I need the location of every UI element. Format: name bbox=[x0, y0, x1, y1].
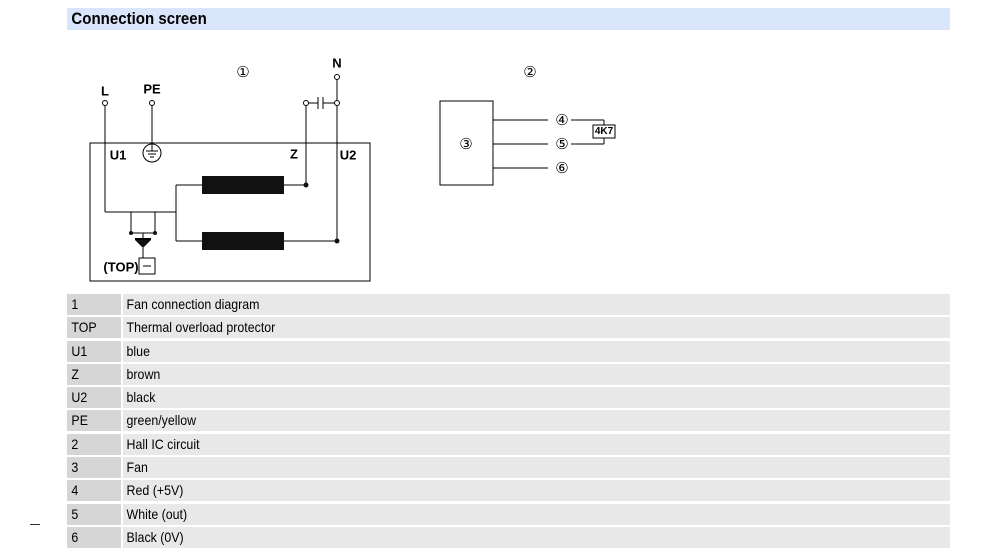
legend-value: Hall IC circuit bbox=[126, 435, 200, 452]
legend-key-cell: U1 bbox=[67, 340, 121, 362]
terminal-pe bbox=[149, 100, 155, 106]
legend-key: 4 bbox=[71, 482, 79, 499]
pin-4-marker: ④ bbox=[555, 111, 568, 129]
legend-value: black bbox=[126, 389, 156, 406]
thermal-protector-icon bbox=[130, 212, 156, 275]
legend-value-cell: blue bbox=[123, 340, 950, 362]
legend-key-cell: 5 bbox=[67, 503, 121, 525]
table-row: PE green/yellow bbox=[67, 410, 950, 432]
legend-key: PE bbox=[71, 412, 88, 429]
junction-dot bbox=[303, 182, 309, 188]
legend-value: Red (+5V) bbox=[126, 482, 184, 499]
legend-value: Thermal overload protector bbox=[126, 319, 276, 336]
legend-key-cell: Z bbox=[67, 363, 121, 385]
legend-key-cell: 4 bbox=[67, 480, 121, 502]
legend-key: 6 bbox=[71, 528, 79, 545]
legend-key-cell: PE bbox=[67, 410, 121, 432]
legend-table: 1 Fan connection diagram TOP Thermal ove… bbox=[67, 294, 950, 550]
legend-value: blue bbox=[126, 342, 150, 359]
legend-value-cell: Fan bbox=[123, 457, 950, 479]
table-row: 4 Red (+5V) bbox=[67, 480, 950, 502]
protective-earth-icon bbox=[142, 143, 162, 163]
label-z: Z bbox=[290, 147, 298, 162]
label-top: (TOP) bbox=[103, 260, 138, 275]
label-n: N bbox=[332, 56, 341, 71]
legend-key: 3 bbox=[71, 459, 79, 476]
table-row: 1 Fan connection diagram bbox=[67, 294, 950, 315]
label-pe: PE bbox=[143, 82, 161, 97]
legend-key-cell: 3 bbox=[67, 457, 121, 479]
legend-key: 1 bbox=[71, 296, 79, 312]
terminal-l bbox=[102, 100, 108, 106]
fan-block bbox=[439, 100, 494, 186]
table-row: Z brown bbox=[67, 363, 950, 385]
table-row: 2 Hall IC circuit bbox=[67, 433, 950, 455]
section-header: Connection screen bbox=[67, 8, 950, 30]
fan-connection-diagram: ① N L PE U1 Z U2 (TOP) bbox=[89, 56, 371, 282]
legend-value-cell: Hall IC circuit bbox=[123, 433, 950, 455]
legend-value-cell: White (out) bbox=[123, 503, 950, 525]
legend-value: Fan bbox=[126, 459, 148, 476]
diagram-1-marker: ① bbox=[236, 63, 249, 81]
margin-mark bbox=[30, 524, 40, 525]
legend-value: brown bbox=[126, 365, 161, 382]
fan-housing-box bbox=[89, 142, 371, 282]
terminal-contact-left bbox=[303, 100, 309, 106]
motor-winding-icon bbox=[202, 176, 284, 194]
junction-dot bbox=[129, 231, 133, 235]
pin-5-marker: ⑤ bbox=[555, 135, 568, 153]
diagram-2-marker: ② bbox=[523, 63, 536, 81]
legend-key-cell: TOP bbox=[67, 317, 121, 339]
legend-key: U2 bbox=[71, 389, 88, 406]
label-l: L bbox=[101, 84, 109, 99]
legend-value-cell: black bbox=[123, 387, 950, 409]
winding-symbols bbox=[129, 176, 340, 250]
table-row: U2 black bbox=[67, 387, 950, 409]
legend-value-cell: Red (+5V) bbox=[123, 480, 950, 502]
legend-key: TOP bbox=[71, 319, 97, 336]
pull-up-resistor-icon bbox=[571, 119, 616, 145]
fan-block-marker: ③ bbox=[459, 135, 472, 153]
terminal-contact-right bbox=[334, 100, 340, 106]
motor-winding-icon bbox=[202, 232, 284, 250]
label-u2: U2 bbox=[340, 148, 357, 163]
section-title: Connection screen bbox=[71, 9, 207, 28]
legend-value: Fan connection diagram bbox=[126, 296, 260, 312]
wiring-diagrams: ① N L PE U1 Z U2 (TOP) ② ③ bbox=[89, 56, 616, 282]
terminals bbox=[102, 74, 340, 106]
table-row: 3 Fan bbox=[67, 457, 950, 479]
hall-ic-diagram: ② ③ ④ ⑤ ⑥ 4K7 bbox=[439, 63, 616, 186]
junction-dot bbox=[153, 231, 157, 235]
legend-value-cell: Thermal overload protector bbox=[123, 317, 950, 339]
table-row: TOP Thermal overload protector bbox=[67, 317, 950, 339]
legend-key: Z bbox=[71, 365, 80, 382]
table-row: U1 blue bbox=[67, 340, 950, 362]
capacitor-contact-icon bbox=[308, 97, 335, 109]
label-u1: U1 bbox=[110, 148, 127, 163]
legend-value: Black (0V) bbox=[126, 528, 184, 545]
legend-key-cell: 1 bbox=[67, 294, 121, 315]
legend-key: 5 bbox=[71, 505, 79, 522]
legend-key: 2 bbox=[71, 435, 79, 452]
protector-triangle bbox=[135, 240, 151, 248]
legend-key-cell: 6 bbox=[67, 526, 121, 548]
legend-value: White (out) bbox=[126, 505, 188, 522]
legend-value: green/yellow bbox=[126, 412, 197, 429]
pin-6-marker: ⑥ bbox=[555, 159, 568, 177]
legend-value-cell: Black (0V) bbox=[123, 526, 950, 548]
legend-value-cell: Fan connection diagram bbox=[123, 294, 950, 315]
table-row: 6 Black (0V) bbox=[67, 526, 950, 548]
resistor-label: 4K7 bbox=[595, 126, 614, 137]
table-row: 5 White (out) bbox=[67, 503, 950, 525]
legend-key-cell: 2 bbox=[67, 433, 121, 455]
legend-key-cell: U2 bbox=[67, 387, 121, 409]
terminal-n bbox=[334, 74, 340, 80]
legend-key: U1 bbox=[71, 342, 88, 359]
legend-value-cell: green/yellow bbox=[123, 410, 950, 432]
junction-dot bbox=[334, 238, 340, 244]
legend-value-cell: brown bbox=[123, 363, 950, 385]
